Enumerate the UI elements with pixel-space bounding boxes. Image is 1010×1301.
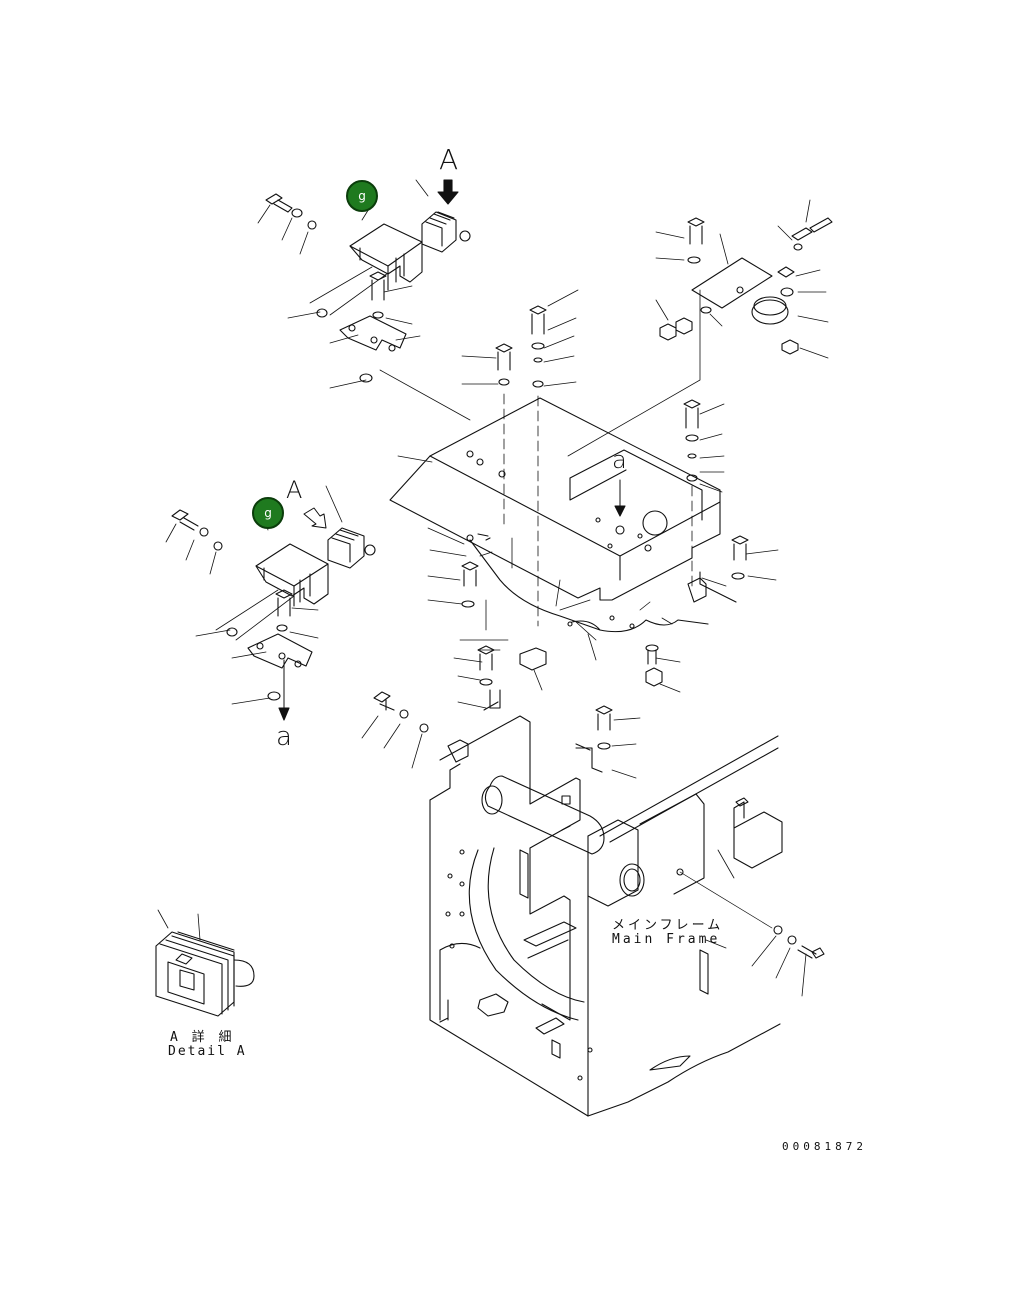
upper-lamp-washer-1 [291,208,303,218]
upper-bracket-bolt [369,271,387,301]
upper-lamp-bolt [265,193,293,213]
lower-lamp-bracket [247,633,313,669]
lower-lamp-guard [255,543,329,607]
callout-lower-g: g [252,497,284,529]
detail-label-en: Detail A [168,1044,247,1059]
main-frame-label-en: Main Frame [612,932,721,947]
view-letter-A-upper: A [439,143,459,176]
lower-lamp-bolt [171,509,199,531]
upper-work-lamp [421,211,471,253]
lower-lamp-assembly [165,485,376,721]
horn-assembly [567,199,833,457]
horn [751,299,789,325]
arrow-letter-a-floor: a [612,446,627,474]
detail-a-lamp [155,909,255,1017]
upper-lamp-bracket [339,315,407,352]
arrow-letter-a-lower: a [276,722,292,752]
upper-lamp-assembly [257,179,471,421]
upper-bracket-nut [359,373,373,383]
upper-lamp-washer-2 [307,220,317,230]
lower-work-lamp [327,527,376,569]
upper-bracket-washer [316,308,328,318]
upper-bracket-washer-right [372,311,384,319]
detail-label-jp: A 詳 細 [170,1030,235,1045]
view-letter-A-lower: A [286,476,303,504]
view-arrow-upper [437,179,459,205]
horn-bracket-plate [691,257,773,309]
lower-bracket-bolt [275,589,293,617]
wiring-harness [459,533,737,711]
main-frame-label-jp: メインフレーム [612,918,724,933]
floor-cover-plate [389,397,721,601]
view-arrow-lower [303,507,327,529]
main-frame [429,715,783,1117]
center-bolts [397,289,725,627]
upper-lamp-guard [349,223,423,291]
frame-bolts [361,527,825,997]
callout-upper-g: g [346,180,378,212]
drawing-number: 00081872 [782,1140,867,1153]
